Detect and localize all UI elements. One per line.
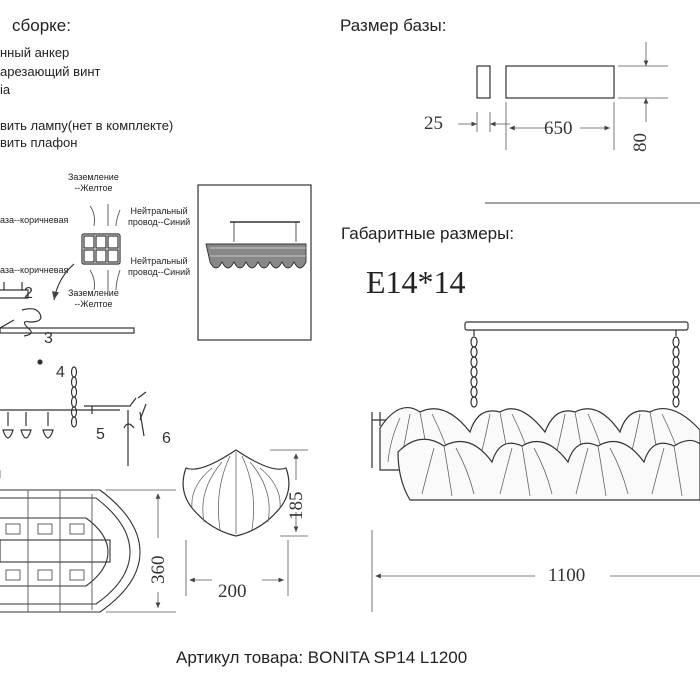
assembly-chain <box>70 366 78 428</box>
assembly-drawing <box>0 184 312 478</box>
screw-4 <box>37 359 43 365</box>
spring-screw <box>21 308 42 337</box>
bottom-depth-label: 360 <box>148 555 169 585</box>
article-number: Артикул товара: BONITA SP14 L1200 <box>176 648 468 667</box>
ceiling-bracket <box>0 282 29 299</box>
mount-bar <box>0 327 135 334</box>
wire-ground-bottom-line1: Заземление <box>68 288 119 298</box>
wire-ground-bottom-line2: --Желтое <box>74 299 113 309</box>
assembly-step-5: вить плафон <box>0 135 78 150</box>
connector-block <box>81 233 121 265</box>
wire-neutral-bottom-line1: Нейтральный <box>130 256 188 266</box>
base-title: Размер базы: <box>340 16 447 35</box>
overall-length-label: 1100 <box>548 565 586 586</box>
base-top-view <box>505 65 615 99</box>
wire-neutral-top-line2: провод--Синий <box>128 217 191 227</box>
part-number-3: 3 <box>44 330 53 347</box>
assembly-step-4: вить лампу(нет в комплекте) <box>0 118 174 133</box>
wire-ground-top: Заземление --Желтое <box>68 172 119 194</box>
bulb-sockets <box>2 412 54 439</box>
wire-phase-top: аза--коричневая <box>0 215 69 225</box>
wire-phase-bottom: аза--коричневая <box>0 265 69 275</box>
shade-hook <box>123 391 147 466</box>
inset-frame <box>197 184 312 341</box>
assembly-title: сборке: <box>12 16 71 35</box>
assembly-step-2: арезающий винт <box>0 64 101 79</box>
assembly-step-3: ia <box>0 82 11 97</box>
wire-neutral-bottom-line2: провод--Синий <box>128 267 191 277</box>
part-number-2: 2 <box>24 285 33 302</box>
part-number-6: 6 <box>162 430 171 447</box>
ceiling-canopy <box>464 321 689 331</box>
part-number-5: 5 <box>96 426 105 443</box>
single-shade-drawing <box>182 449 308 596</box>
connection-arrow <box>51 263 75 301</box>
wire-ground-bottom: Заземление --Желтое <box>68 288 119 310</box>
shade-width-label: 200 <box>218 581 247 602</box>
suspension-chain-left <box>470 330 478 408</box>
assembly-step-1: нный анкер <box>0 45 70 60</box>
shade-row-lower <box>397 438 700 501</box>
base-side-view <box>476 65 491 99</box>
wire-ground-top-line1: Заземление <box>68 172 119 182</box>
wire-neutral-bottom: Нейтральный провод--Синий <box>128 256 190 278</box>
base-drawing <box>458 42 668 150</box>
suspension-chain-right <box>672 330 680 408</box>
overall-title: Габаритные размеры: <box>341 224 515 243</box>
bulb-spec: E14*14 <box>366 264 466 300</box>
part-number-4: 4 <box>56 364 65 381</box>
shade-height-label: 185 <box>286 491 307 521</box>
shade-ribs-lower <box>421 445 683 497</box>
wire-neutral-top-line1: Нейтральный <box>130 206 188 216</box>
base-depth-label: 25 <box>424 113 443 134</box>
wire-ground-top-line2: --Желтое <box>74 183 113 193</box>
bottom-view-drawing <box>0 489 176 613</box>
wire-neutral-top: Нейтральный провод--Синий <box>128 206 190 228</box>
chandelier-front-view <box>371 321 700 612</box>
base-width-label: 650 <box>544 118 573 139</box>
base-height-label: 80 <box>630 133 651 152</box>
